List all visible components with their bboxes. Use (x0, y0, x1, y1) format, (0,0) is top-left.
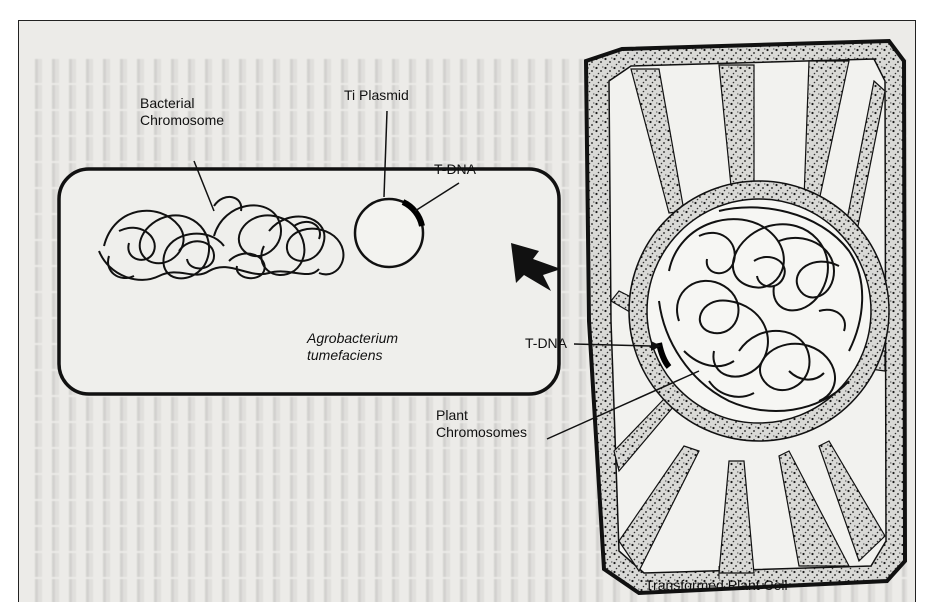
ti-plasmid-label: Ti Plasmid (344, 87, 409, 104)
agrobacterium-label-line1: Agrobacterium (307, 330, 398, 347)
plant-chromosomes-label: Plant Chromosomes (436, 407, 527, 441)
bacterial-chromosome-label: Bacterial Chromosome (140, 95, 224, 129)
tdna-top-label: T-DNA (434, 161, 476, 178)
tdna-cell-label: T-DNA (525, 335, 567, 352)
bacterial-chromosome-label-line2: Chromosome (140, 112, 224, 129)
plant-chromosomes-label-line2: Chromosomes (436, 424, 527, 441)
plant-chromosomes-label-line1: Plant (436, 407, 527, 424)
transformed-plant-cell-label: Transformed Plant Cell (645, 577, 788, 594)
book-page: Bacterial Chromosome Ti Plasmid T-DNA Ag… (18, 20, 916, 602)
agrobacterium-label-line2: tumefaciens (307, 347, 398, 364)
plant-nucleus-interior (647, 199, 871, 423)
agrobacterium-label: Agrobacterium tumefaciens (307, 330, 398, 364)
bacterial-chromosome-label-line1: Bacterial (140, 95, 224, 112)
plant-cell (586, 41, 905, 593)
